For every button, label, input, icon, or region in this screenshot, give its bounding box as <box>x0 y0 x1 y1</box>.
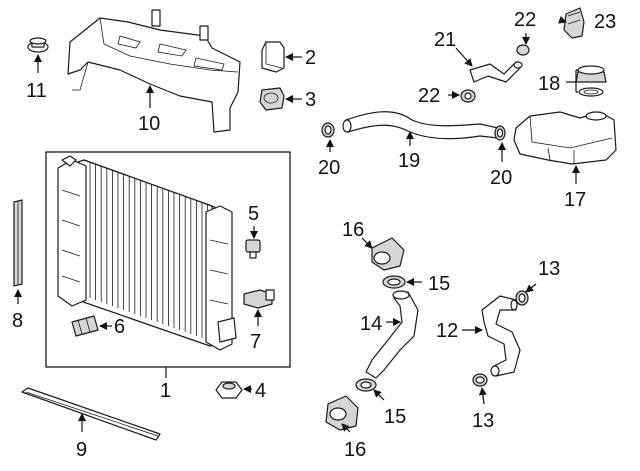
callout-4: 4 <box>255 380 266 402</box>
callout-16-lower: 16 <box>344 439 366 461</box>
callout-10: 10 <box>138 113 160 135</box>
bracket-part <box>261 41 285 73</box>
sensor-part <box>71 315 99 337</box>
fitting-part <box>243 289 275 309</box>
callout-3: 3 <box>305 89 316 111</box>
callout-15-lower: 15 <box>384 406 406 428</box>
callout-16-upper: 16 <box>342 219 364 241</box>
callout-11: 11 <box>26 80 47 102</box>
insulator-part <box>259 87 285 111</box>
callout-22-left: 22 <box>418 85 440 107</box>
lower-hose-part <box>365 290 419 379</box>
callout-15-upper: 15 <box>428 273 450 295</box>
callout-20-left: 20 <box>318 157 340 179</box>
callout-20-right: 20 <box>490 167 512 189</box>
callout-19: 19 <box>398 150 420 172</box>
reservoir-cap-part <box>575 65 607 97</box>
clamp-13-lower-part <box>472 373 488 387</box>
side-seal-part <box>13 199 23 287</box>
radiator-part <box>57 155 237 351</box>
callout-8: 8 <box>12 310 23 332</box>
bypass-hose-part <box>481 295 521 377</box>
callout-7: 7 <box>250 331 261 353</box>
coolant-outlet-upper-part <box>371 237 405 271</box>
push-pin-part <box>27 37 49 53</box>
callout-1: 1 <box>160 380 171 402</box>
callout-6: 6 <box>114 316 125 338</box>
callout-2: 2 <box>305 47 316 69</box>
grommet-part <box>215 381 243 399</box>
callout-13-lower: 13 <box>472 410 494 432</box>
radiator-frame <box>45 151 291 368</box>
coolant-reservoir-part <box>513 111 617 165</box>
callout-5: 5 <box>248 203 259 225</box>
callout-23: 23 <box>594 11 616 33</box>
coolant-inlet-lower-part <box>325 395 359 431</box>
clamp-15-lower-part <box>355 378 377 392</box>
upper-hose-part <box>342 111 499 140</box>
clamp-13-upper-part <box>515 290 529 306</box>
callout-9: 9 <box>76 439 87 461</box>
callout-17: 17 <box>564 189 586 211</box>
lower-seal-part <box>21 387 161 441</box>
cap-fitting-part <box>563 7 585 39</box>
callout-18: 18 <box>538 73 560 95</box>
callout-12: 12 <box>436 320 458 342</box>
callout-13-upper: 13 <box>538 258 560 280</box>
clamp-22-lower-part <box>460 89 476 103</box>
drain-plug-part <box>245 239 261 259</box>
callout-22-top: 22 <box>514 9 536 31</box>
overflow-hose-part <box>469 61 523 83</box>
clamp-15-upper-part <box>382 275 406 289</box>
leader-lines <box>14 15 580 433</box>
callout-21: 21 <box>434 29 456 51</box>
clamp-22-upper-part <box>516 44 530 56</box>
air-baffle-part <box>67 9 241 133</box>
callout-14: 14 <box>360 313 382 335</box>
hose-clamp-upper-left-part <box>321 122 335 138</box>
callout-labels: 11 10 2 3 1 8 9 4 5 6 7 19 20 20 21 22 2… <box>12 9 616 461</box>
hose-clamp-upper-right-part <box>494 125 506 141</box>
